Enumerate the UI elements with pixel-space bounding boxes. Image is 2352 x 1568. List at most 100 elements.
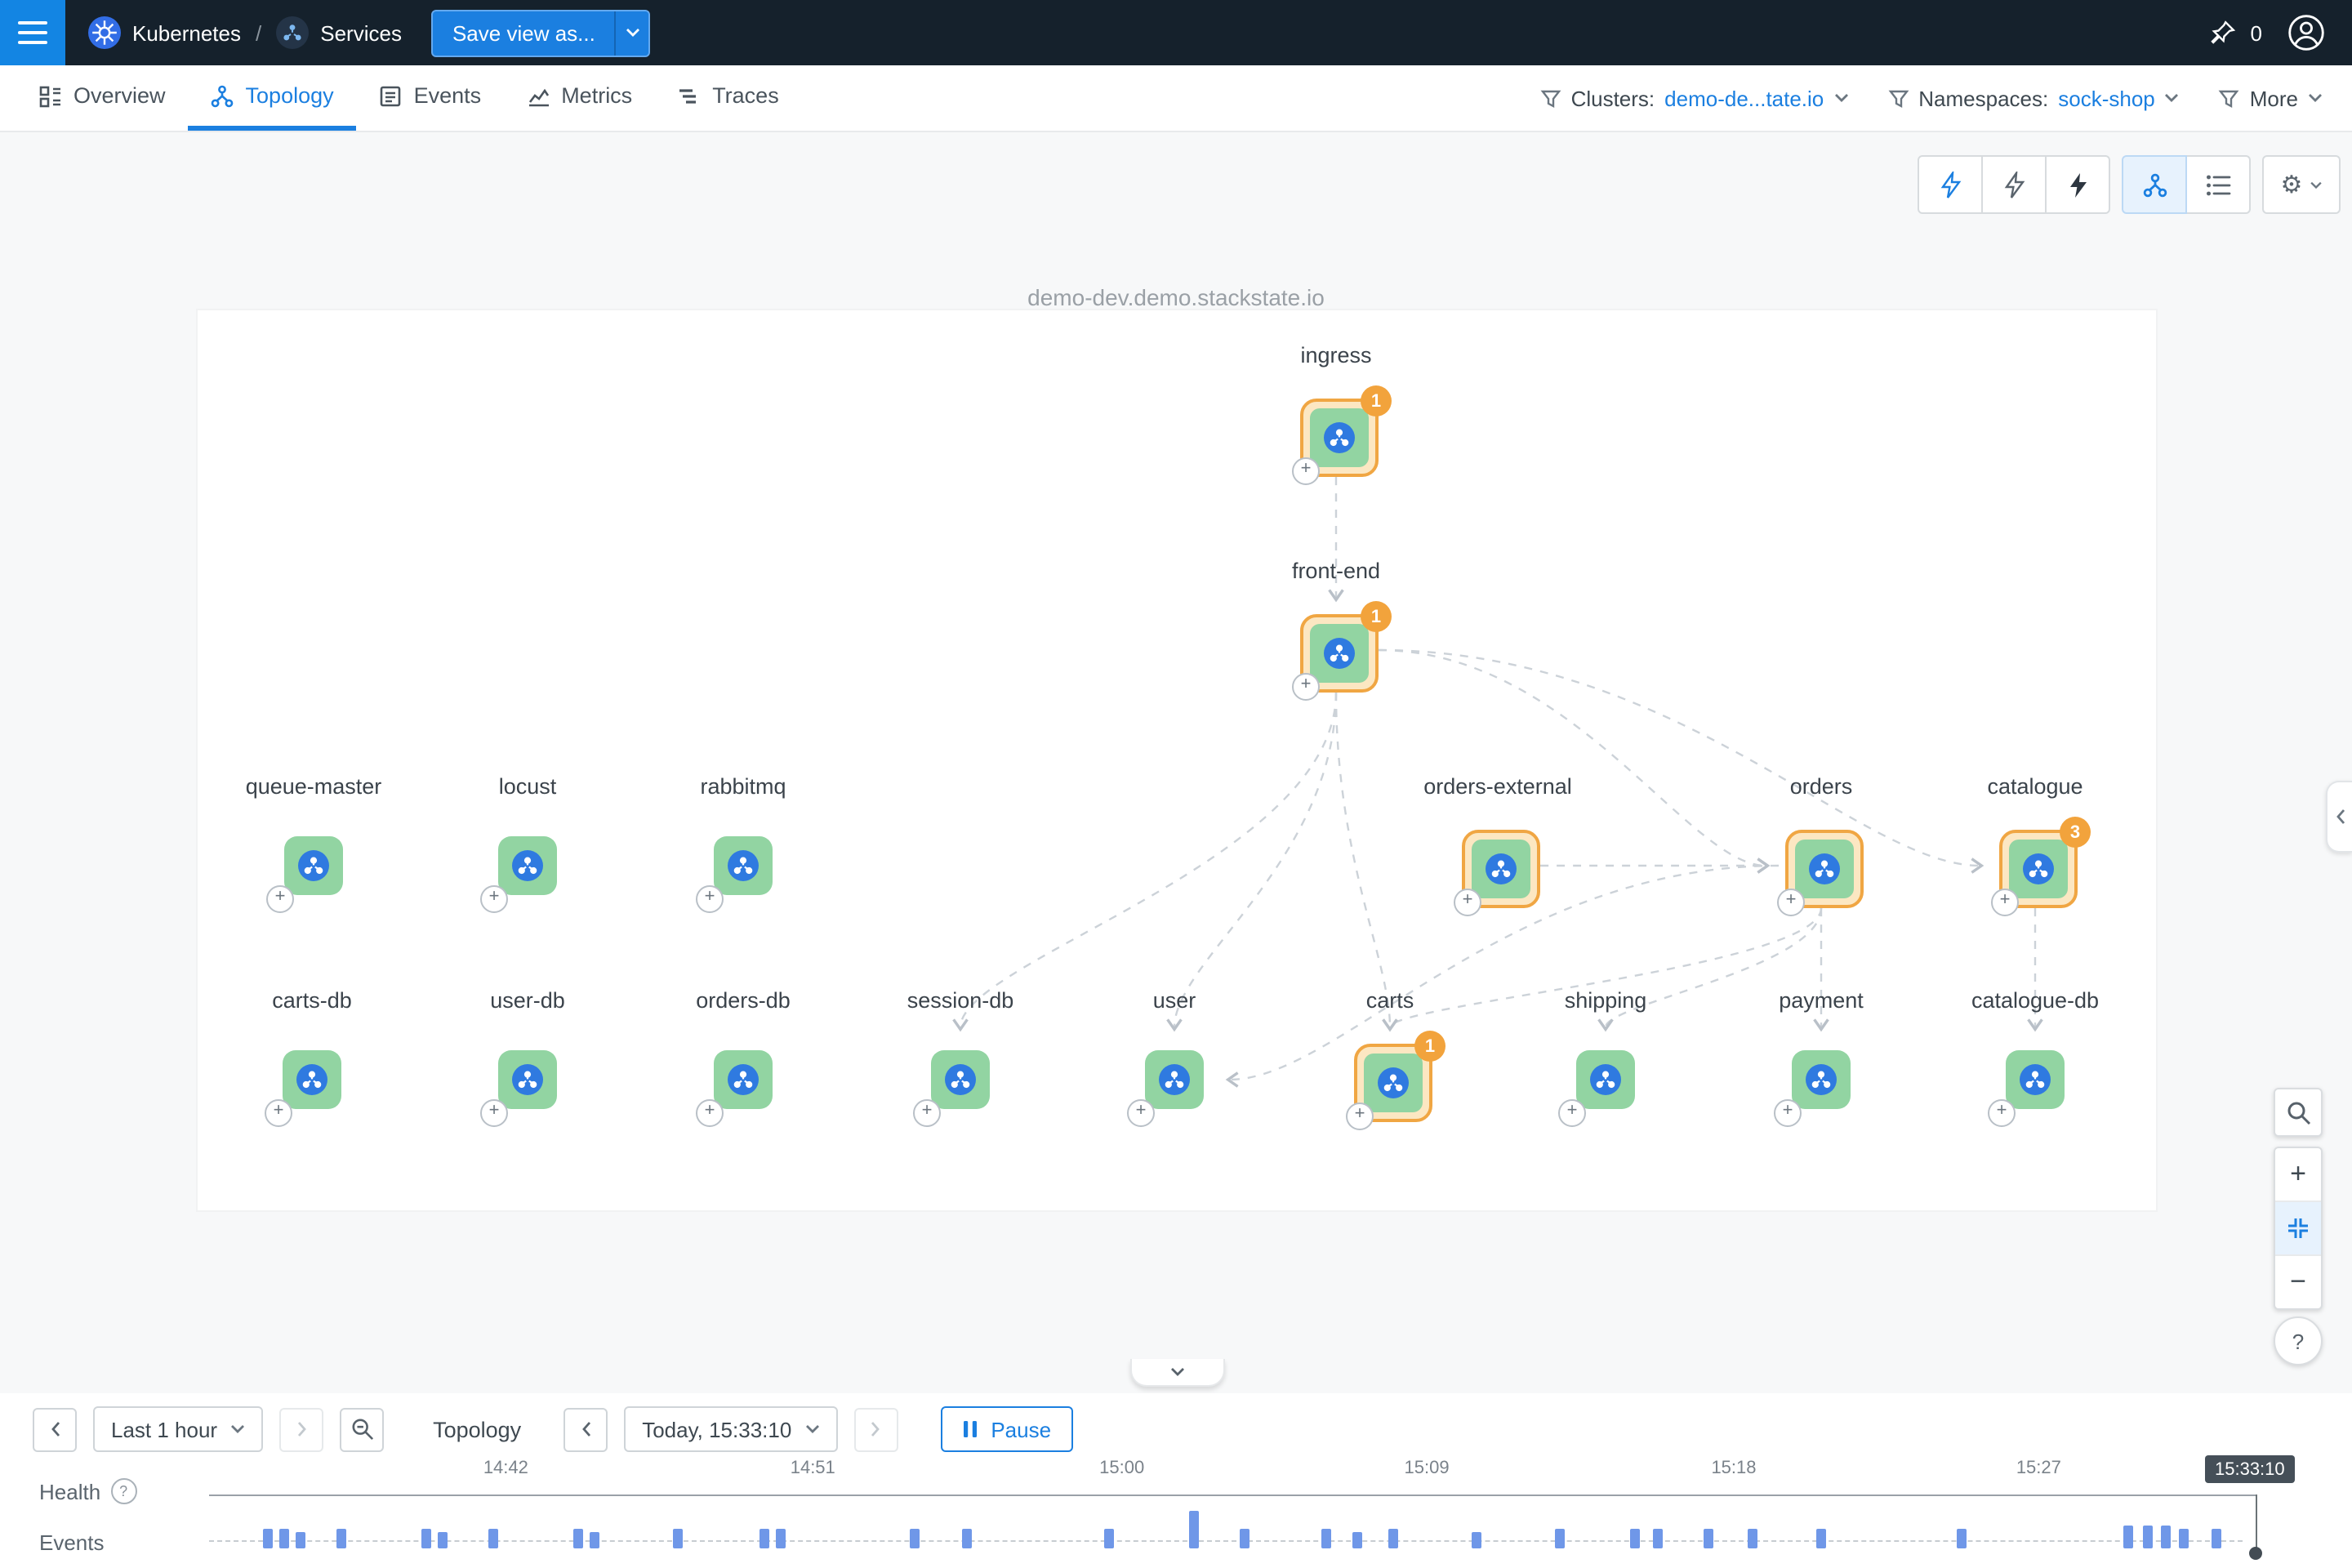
event-bar[interactable] (1188, 1511, 1199, 1548)
node-expand-button[interactable]: + (1988, 1099, 2016, 1127)
event-bar[interactable] (2179, 1529, 2189, 1548)
tab-metrics[interactable]: Metrics (504, 65, 655, 131)
clusters-filter[interactable]: Clusters: demo-de...tate.io (1540, 86, 1849, 110)
time-range-dropdown[interactable]: Last 1 hour (93, 1406, 264, 1452)
timeline-zoom-out-button[interactable] (340, 1407, 385, 1451)
topology-node-orders-db[interactable]: + (696, 1044, 779, 1127)
current-time-dot[interactable] (2249, 1547, 2262, 1560)
event-bar[interactable] (2160, 1526, 2171, 1548)
topology-node-carts-db[interactable]: + (265, 1044, 348, 1127)
event-bar[interactable] (296, 1532, 306, 1548)
tab-overview[interactable]: Overview (16, 65, 189, 131)
event-bar[interactable] (2142, 1526, 2153, 1548)
time-next-button[interactable] (853, 1407, 898, 1451)
event-bar[interactable] (1104, 1529, 1115, 1548)
show-deviating-health-button[interactable] (1981, 155, 2047, 214)
topology-node-user-db[interactable]: + (480, 1044, 564, 1127)
zoom-fit-button[interactable] (2275, 1200, 2321, 1254)
topology-node-queue-master[interactable]: + (266, 830, 350, 913)
tab-events[interactable]: Events (357, 65, 505, 131)
list-view-button[interactable] (2185, 155, 2251, 214)
event-bar[interactable] (1956, 1529, 1967, 1548)
event-bar[interactable] (1747, 1529, 1757, 1548)
time-axis[interactable] (209, 1494, 2256, 1496)
graph-view-button[interactable] (2122, 155, 2187, 214)
topology-node-catalogue[interactable]: 3+ (1991, 817, 2091, 916)
event-bar[interactable] (1653, 1529, 1664, 1548)
topology-node-rabbitmq[interactable]: + (696, 830, 779, 913)
snapshot-time-dropdown[interactable]: Today, 15:33:10 (624, 1406, 838, 1452)
user-avatar-icon[interactable] (2287, 13, 2326, 52)
pause-button[interactable]: Pause (940, 1406, 1073, 1452)
topology-node-session-db[interactable]: + (913, 1044, 996, 1127)
event-bar[interactable] (1321, 1529, 1332, 1548)
event-bar[interactable] (421, 1529, 431, 1548)
topology-node-user[interactable]: + (1127, 1044, 1210, 1127)
time-prev-button[interactable] (564, 1407, 608, 1451)
show-critical-health-button[interactable] (2045, 155, 2110, 214)
canvas-settings-button[interactable]: ⚙ (2262, 155, 2341, 214)
node-expand-button[interactable]: + (480, 885, 508, 913)
event-bar[interactable] (589, 1532, 599, 1548)
save-view-as-button[interactable]: Save view as... (430, 9, 651, 56)
zoom-out-button[interactable]: − (2275, 1254, 2321, 1308)
topology-node-shipping[interactable]: + (1558, 1044, 1642, 1127)
event-bar[interactable] (2212, 1529, 2222, 1548)
event-bar[interactable] (775, 1529, 786, 1548)
event-bar[interactable] (1816, 1529, 1827, 1548)
event-bar[interactable] (572, 1529, 583, 1548)
topology-node-payment[interactable]: + (1774, 1044, 1857, 1127)
pin-icon[interactable] (2208, 19, 2236, 47)
node-expand-button[interactable]: + (1774, 1099, 1802, 1127)
event-bar[interactable] (1630, 1529, 1641, 1548)
range-next-button[interactable] (279, 1407, 324, 1451)
event-bar[interactable] (1240, 1529, 1250, 1548)
topology-node-orders-external[interactable]: + (1454, 830, 1540, 916)
node-expand-button[interactable]: + (265, 1099, 292, 1127)
node-expand-button[interactable]: + (1127, 1099, 1155, 1127)
range-prev-button[interactable] (33, 1407, 77, 1451)
event-bar[interactable] (1554, 1529, 1565, 1548)
event-bar[interactable] (1352, 1532, 1362, 1548)
node-expand-button[interactable]: + (1558, 1099, 1586, 1127)
events-histogram[interactable] (209, 1511, 2256, 1548)
health-help-icon[interactable]: ? (110, 1478, 137, 1504)
event-bar[interactable] (672, 1529, 683, 1548)
show-all-health-button[interactable] (1918, 155, 1983, 214)
node-expand-button[interactable]: + (1292, 673, 1320, 701)
timeline-collapse-pill[interactable] (1130, 1359, 1225, 1387)
node-expand-button[interactable]: + (1292, 457, 1320, 485)
event-bar[interactable] (488, 1529, 499, 1548)
event-bar[interactable] (1471, 1532, 1481, 1548)
topology-node-orders[interactable]: + (1777, 830, 1864, 916)
event-bar[interactable] (279, 1529, 290, 1548)
event-bar[interactable] (263, 1529, 274, 1548)
event-bar[interactable] (1388, 1529, 1399, 1548)
node-expand-button[interactable]: + (913, 1099, 941, 1127)
namespaces-filter[interactable]: Namespaces: sock-shop (1887, 86, 2179, 110)
event-bar[interactable] (759, 1529, 769, 1548)
node-expand-button[interactable]: + (266, 885, 294, 913)
topology-node-catalogue-db[interactable]: + (1988, 1044, 2071, 1127)
help-button[interactable]: ? (2274, 1316, 2323, 1365)
topology-node-carts[interactable]: 1+ (1346, 1031, 1446, 1130)
zoom-in-button[interactable]: + (2290, 1158, 2306, 1189)
clusters-filter-value[interactable]: demo-de...tate.io (1664, 86, 1824, 110)
canvas-search-button[interactable] (2274, 1088, 2323, 1137)
topology-node-ingress[interactable]: 1+ (1292, 385, 1392, 485)
event-bar[interactable] (336, 1529, 347, 1548)
node-expand-button[interactable]: + (480, 1099, 508, 1127)
node-expand-button[interactable]: + (696, 1099, 724, 1127)
topology-node-locust[interactable]: + (480, 830, 564, 913)
event-bar[interactable] (437, 1532, 448, 1548)
breadcrumb-kubernetes[interactable]: Kubernetes (88, 16, 241, 49)
breadcrumb-services[interactable]: Services (276, 16, 402, 49)
namespaces-filter-value[interactable]: sock-shop (2058, 86, 2155, 110)
event-bar[interactable] (910, 1529, 920, 1548)
event-bar[interactable] (1704, 1529, 1714, 1548)
save-view-caret[interactable] (614, 11, 649, 55)
node-expand-button[interactable]: + (696, 885, 724, 913)
tab-traces[interactable]: Traces (655, 65, 802, 131)
hamburger-menu-button[interactable] (0, 0, 65, 65)
